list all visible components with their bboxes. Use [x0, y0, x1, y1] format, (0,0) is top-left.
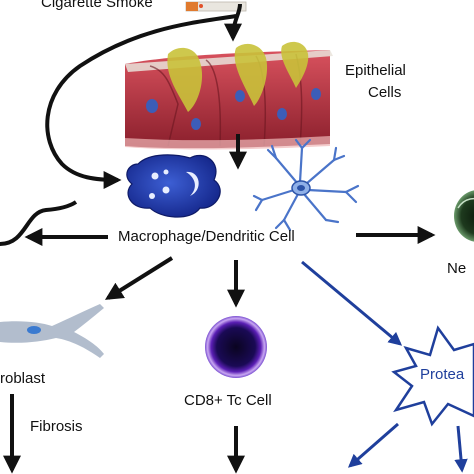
source-label: Cigarette Smoke: [41, 0, 153, 11]
fibroblast-label: roblast: [0, 370, 46, 387]
epithelial-cells-image: [125, 41, 333, 150]
smoke-to-epithelium-arrow: [224, 3, 243, 42]
fibrosis-label: Fibrosis: [30, 418, 83, 435]
cd8-label: CD8+ Tc Cell: [184, 392, 272, 409]
protease-left-down-arrow: [347, 422, 399, 468]
fibroblast-icon: [0, 304, 104, 358]
epithelial-label-line2: Cells: [368, 84, 402, 101]
neutrophil-label: Ne: [447, 260, 467, 277]
dendritic-cell-icon: [252, 138, 360, 232]
neutrophil-icon: [454, 190, 474, 242]
left-curve-arrow: [0, 200, 78, 246]
cd8-cell-icon: [205, 316, 267, 378]
macrophage-to-protease-arrow: [301, 260, 403, 346]
macrophage-label: Macrophage/Dendritic Cell: [118, 228, 295, 245]
protease-label: Protea: [420, 366, 465, 383]
epithelial-label-line1: Epithelial: [345, 62, 406, 79]
macrophage-icon: [126, 154, 221, 218]
protease-down-arrow: [454, 425, 468, 473]
macrophage-to-fibroblast-arrow: [104, 256, 174, 300]
smoke-to-macrophage-arrow: [45, 14, 237, 189]
protease-burst-icon: [391, 325, 474, 427]
cigarette-icon: [185, 1, 247, 12]
